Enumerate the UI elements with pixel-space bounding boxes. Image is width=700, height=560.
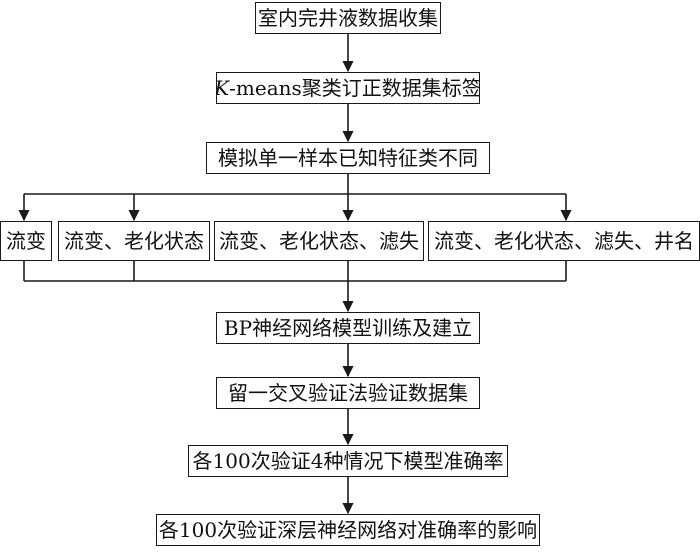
kmeans-text: -means聚类订正数据集标签 [229, 76, 480, 100]
case-rheology-label: 流变 [6, 229, 46, 253]
case-rheology-aging-filtration-wellname: 流变、老化状态、滤失、井名 [428, 221, 700, 261]
kmeans-variable: K [217, 78, 229, 98]
case-rheology-aging-filtration-label: 流变、老化状态、滤失 [219, 229, 419, 253]
step-deep-network-effect-label: 各100次验证深层神经网络对准确率的影响 [158, 518, 538, 542]
step-bp-training-label: BP神经网络模型训练及建立 [223, 316, 473, 340]
step-data-collection: 室内完井液数据收集 [255, 2, 441, 34]
case-rheology-aging-filtration-wellname-label: 流变、老化状态、滤失、井名 [434, 229, 694, 253]
case-rheology: 流变 [0, 221, 52, 261]
case-rheology-aging-filtration: 流变、老化状态、滤失 [214, 221, 424, 261]
step-simulate-samples-label: 模拟单一样本已知特征类不同 [218, 146, 478, 170]
step-bp-training: BP神经网络模型训练及建立 [216, 312, 480, 344]
case-rheology-aging-label: 流变、老化状态 [64, 229, 204, 253]
step-accuracy-four-cases: 各100次验证4种情况下模型准确率 [188, 445, 508, 477]
step-deep-network-effect: 各100次验证深层神经网络对准确率的影响 [156, 514, 540, 546]
step-accuracy-four-cases-label: 各100次验证4种情况下模型准确率 [192, 449, 504, 473]
step-loocv-label: 留一交叉验证法验证数据集 [228, 381, 468, 405]
step-data-collection-label: 室内完井液数据收集 [258, 6, 438, 30]
step-simulate-samples: 模拟单一样本已知特征类不同 [206, 142, 490, 174]
step-loocv: 留一交叉验证法验证数据集 [216, 377, 480, 409]
case-rheology-aging: 流变、老化状态 [58, 221, 210, 261]
step-kmeans-correction: K-means聚类订正数据集标签 [216, 72, 480, 104]
step-kmeans-correction-label: K-means聚类订正数据集标签 [217, 76, 480, 100]
